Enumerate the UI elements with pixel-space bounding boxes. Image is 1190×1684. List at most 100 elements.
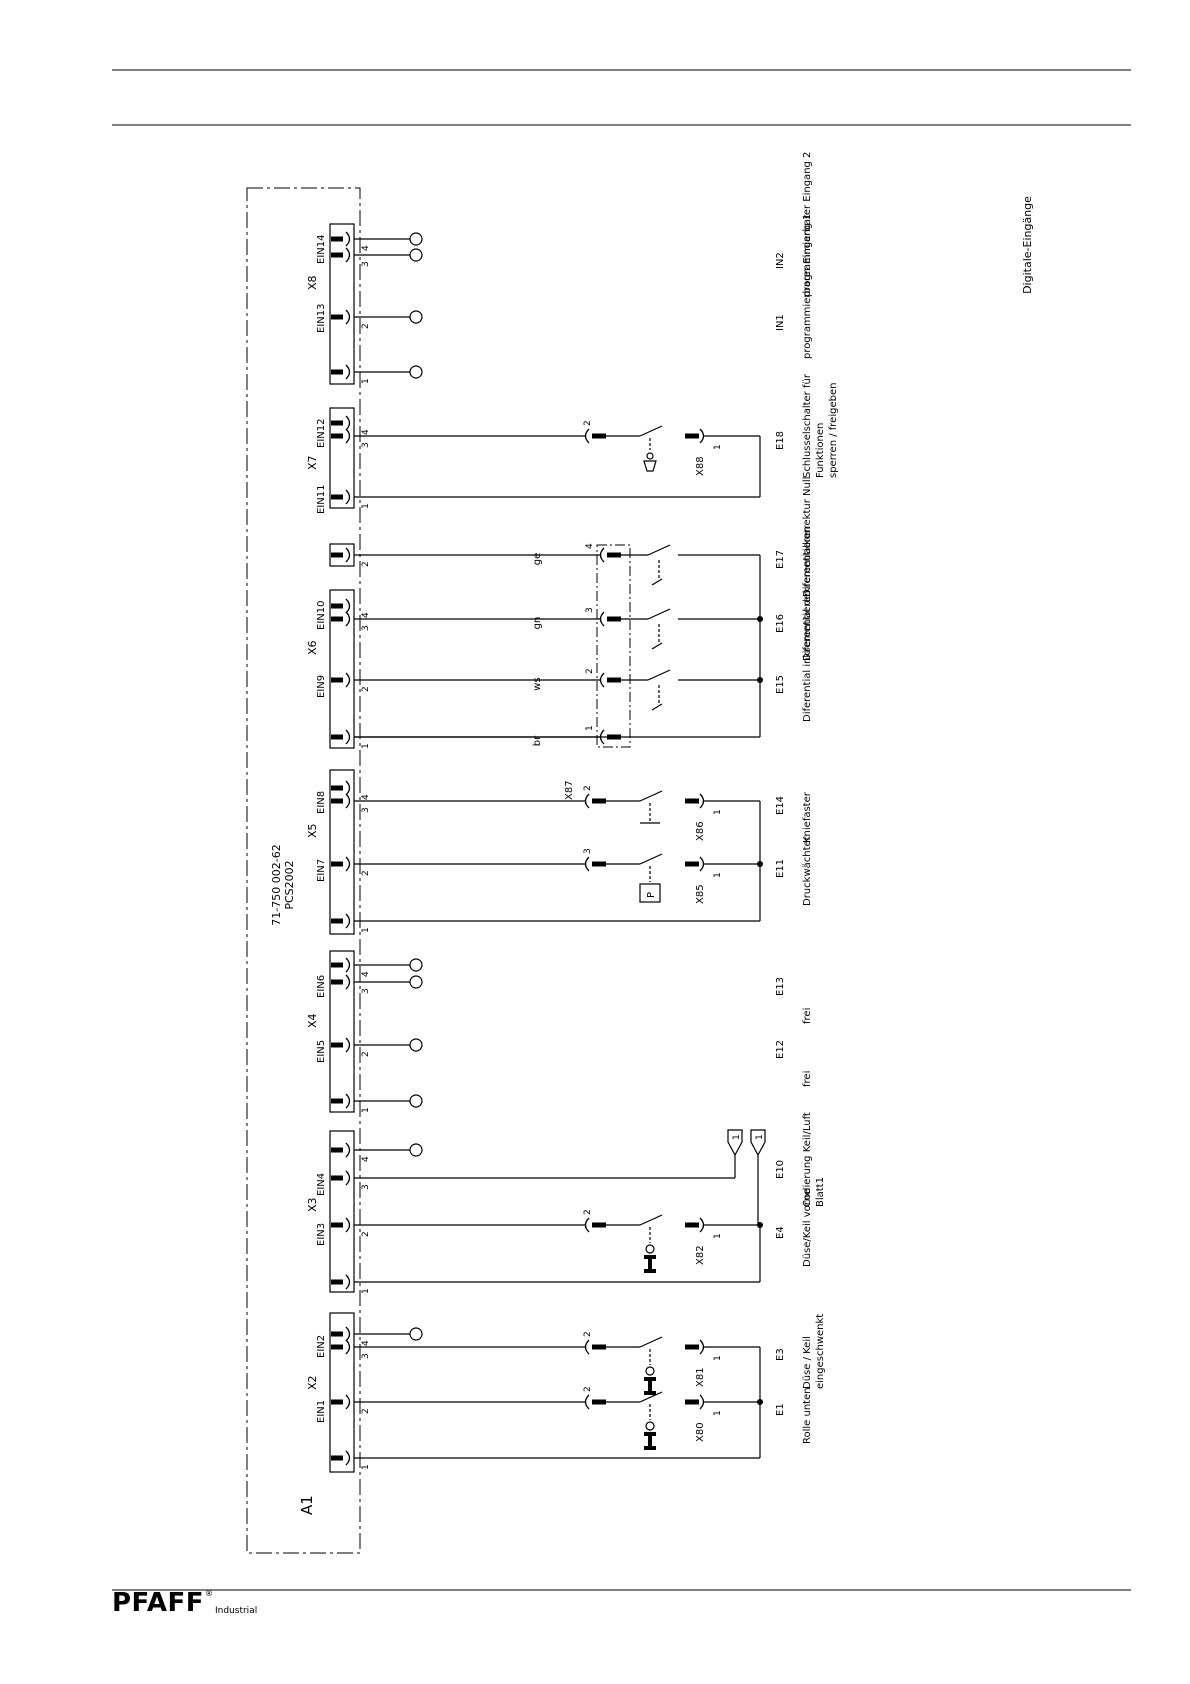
plug-contact	[331, 1344, 343, 1350]
junction	[757, 677, 763, 683]
plug-contact	[331, 1222, 343, 1228]
switch-socket	[584, 1217, 590, 1233]
input-id: E15	[775, 675, 786, 694]
pin-number: 1	[361, 927, 371, 933]
input-label: frei	[802, 1008, 813, 1024]
input-label: Schlusselschalter für	[802, 373, 813, 478]
input-label: Diferential dekrementieren	[802, 526, 813, 661]
switch-housing-x87	[596, 544, 631, 748]
brand-reg: ®	[204, 1589, 213, 1598]
brand-name: PFAFF	[112, 1588, 204, 1618]
input-label: programmierbarer Eingang 1	[802, 214, 813, 359]
socket-contact	[345, 1326, 351, 1342]
pin-number: 1	[361, 378, 371, 384]
switch-pin-number: 1	[713, 809, 723, 815]
switch-plug	[607, 552, 621, 558]
plug-contact	[331, 861, 343, 867]
socket-contact	[345, 913, 351, 929]
push-actuator	[651, 578, 663, 586]
pin-number: 4	[361, 794, 371, 800]
ein-label: EIN13	[316, 304, 327, 333]
connector-housing	[329, 950, 355, 1113]
input-label-2: Funktionen	[815, 423, 826, 478]
switch-plug	[592, 1222, 606, 1228]
ein-label: EIN14	[316, 235, 327, 264]
plug-contact	[331, 979, 343, 985]
plug-contact	[331, 1175, 343, 1181]
switch-socket	[699, 793, 705, 809]
board-boundary	[246, 187, 361, 1554]
switch-socket	[584, 1339, 590, 1355]
open-terminal	[409, 248, 423, 262]
switch-contact	[647, 544, 671, 556]
input-id: E17	[775, 550, 786, 569]
connector-label: X2	[306, 1375, 319, 1390]
wire-color-label: ge	[532, 553, 543, 566]
magnet-sensor-icon	[645, 1366, 655, 1376]
pin-number: 4	[361, 612, 371, 618]
pin-number: 2	[361, 686, 371, 692]
input-label: programmierbarer Eingang 2	[802, 152, 813, 297]
input-label: Diferential inkrementieren	[802, 590, 813, 722]
wire-color-label: ws	[532, 677, 543, 690]
pin-number: 2	[361, 870, 371, 876]
pin-number: 3	[361, 625, 371, 631]
plug-contact	[331, 433, 343, 439]
plug-contact	[331, 918, 343, 924]
switch-plug	[685, 798, 699, 804]
pin-number: 1	[361, 1464, 371, 1470]
plug-contact	[331, 1098, 343, 1104]
connector-label: X7	[306, 455, 319, 470]
plug-contact	[331, 552, 343, 558]
ein-label: EIN1	[316, 1400, 327, 1423]
input-id: E10	[775, 1160, 786, 1179]
pfaff-logo: PFAFF®Industrial	[112, 1588, 258, 1618]
board-label: A1 71-750 002-62 PCS2002	[270, 844, 316, 1515]
plug-contact	[331, 314, 343, 320]
pressure-symbol: P	[646, 892, 657, 898]
push-actuator	[651, 642, 663, 650]
switch-pin-number: 2	[585, 668, 595, 674]
input-id: E11	[775, 859, 786, 878]
socket-contact	[345, 1394, 351, 1410]
switch-pin-number: 2	[583, 420, 593, 426]
switch-pin-number: 1	[713, 872, 723, 878]
switch-pin-number: 3	[585, 607, 595, 613]
socket-contact	[345, 729, 351, 745]
switch-socket	[599, 672, 605, 688]
ein-label: EIN12	[316, 419, 327, 448]
pin-number: 4	[361, 245, 371, 251]
socket-contact	[345, 1093, 351, 1109]
ein-label: EIN3	[316, 1223, 327, 1246]
switch-contact	[639, 1214, 663, 1226]
connector-housing	[329, 1312, 355, 1473]
switch-plug	[607, 734, 621, 740]
plug-contact	[331, 734, 343, 740]
switch-contact	[639, 853, 663, 865]
socket-contact	[345, 1142, 351, 1158]
switch-pin-number: 2	[583, 785, 593, 791]
switch-plug	[685, 1344, 699, 1350]
pin-number: 3	[361, 988, 371, 994]
pin-number: 3	[361, 807, 371, 813]
switch-pin-number: 4	[585, 543, 595, 549]
ein-label: EIN5	[316, 1040, 327, 1063]
plug-contact	[331, 616, 343, 622]
input-label: Kniefaster	[802, 791, 813, 843]
switch-label: X82	[695, 1245, 706, 1265]
socket-contact	[345, 247, 351, 263]
pin-number: 2	[361, 1408, 371, 1414]
plug-contact	[331, 369, 343, 375]
ein-label: EIN2	[316, 1335, 327, 1358]
connector-housing	[329, 1130, 355, 1293]
brand-sub: Industrial	[214, 1606, 258, 1616]
socket-contact	[345, 231, 351, 247]
switch-socket	[584, 856, 590, 872]
switch-socket	[584, 428, 590, 444]
pin-number: 3	[361, 261, 371, 267]
socket-contact	[345, 957, 351, 973]
socket-contact	[345, 1217, 351, 1233]
socket-contact	[345, 364, 351, 380]
magnet-icon	[644, 1377, 656, 1395]
